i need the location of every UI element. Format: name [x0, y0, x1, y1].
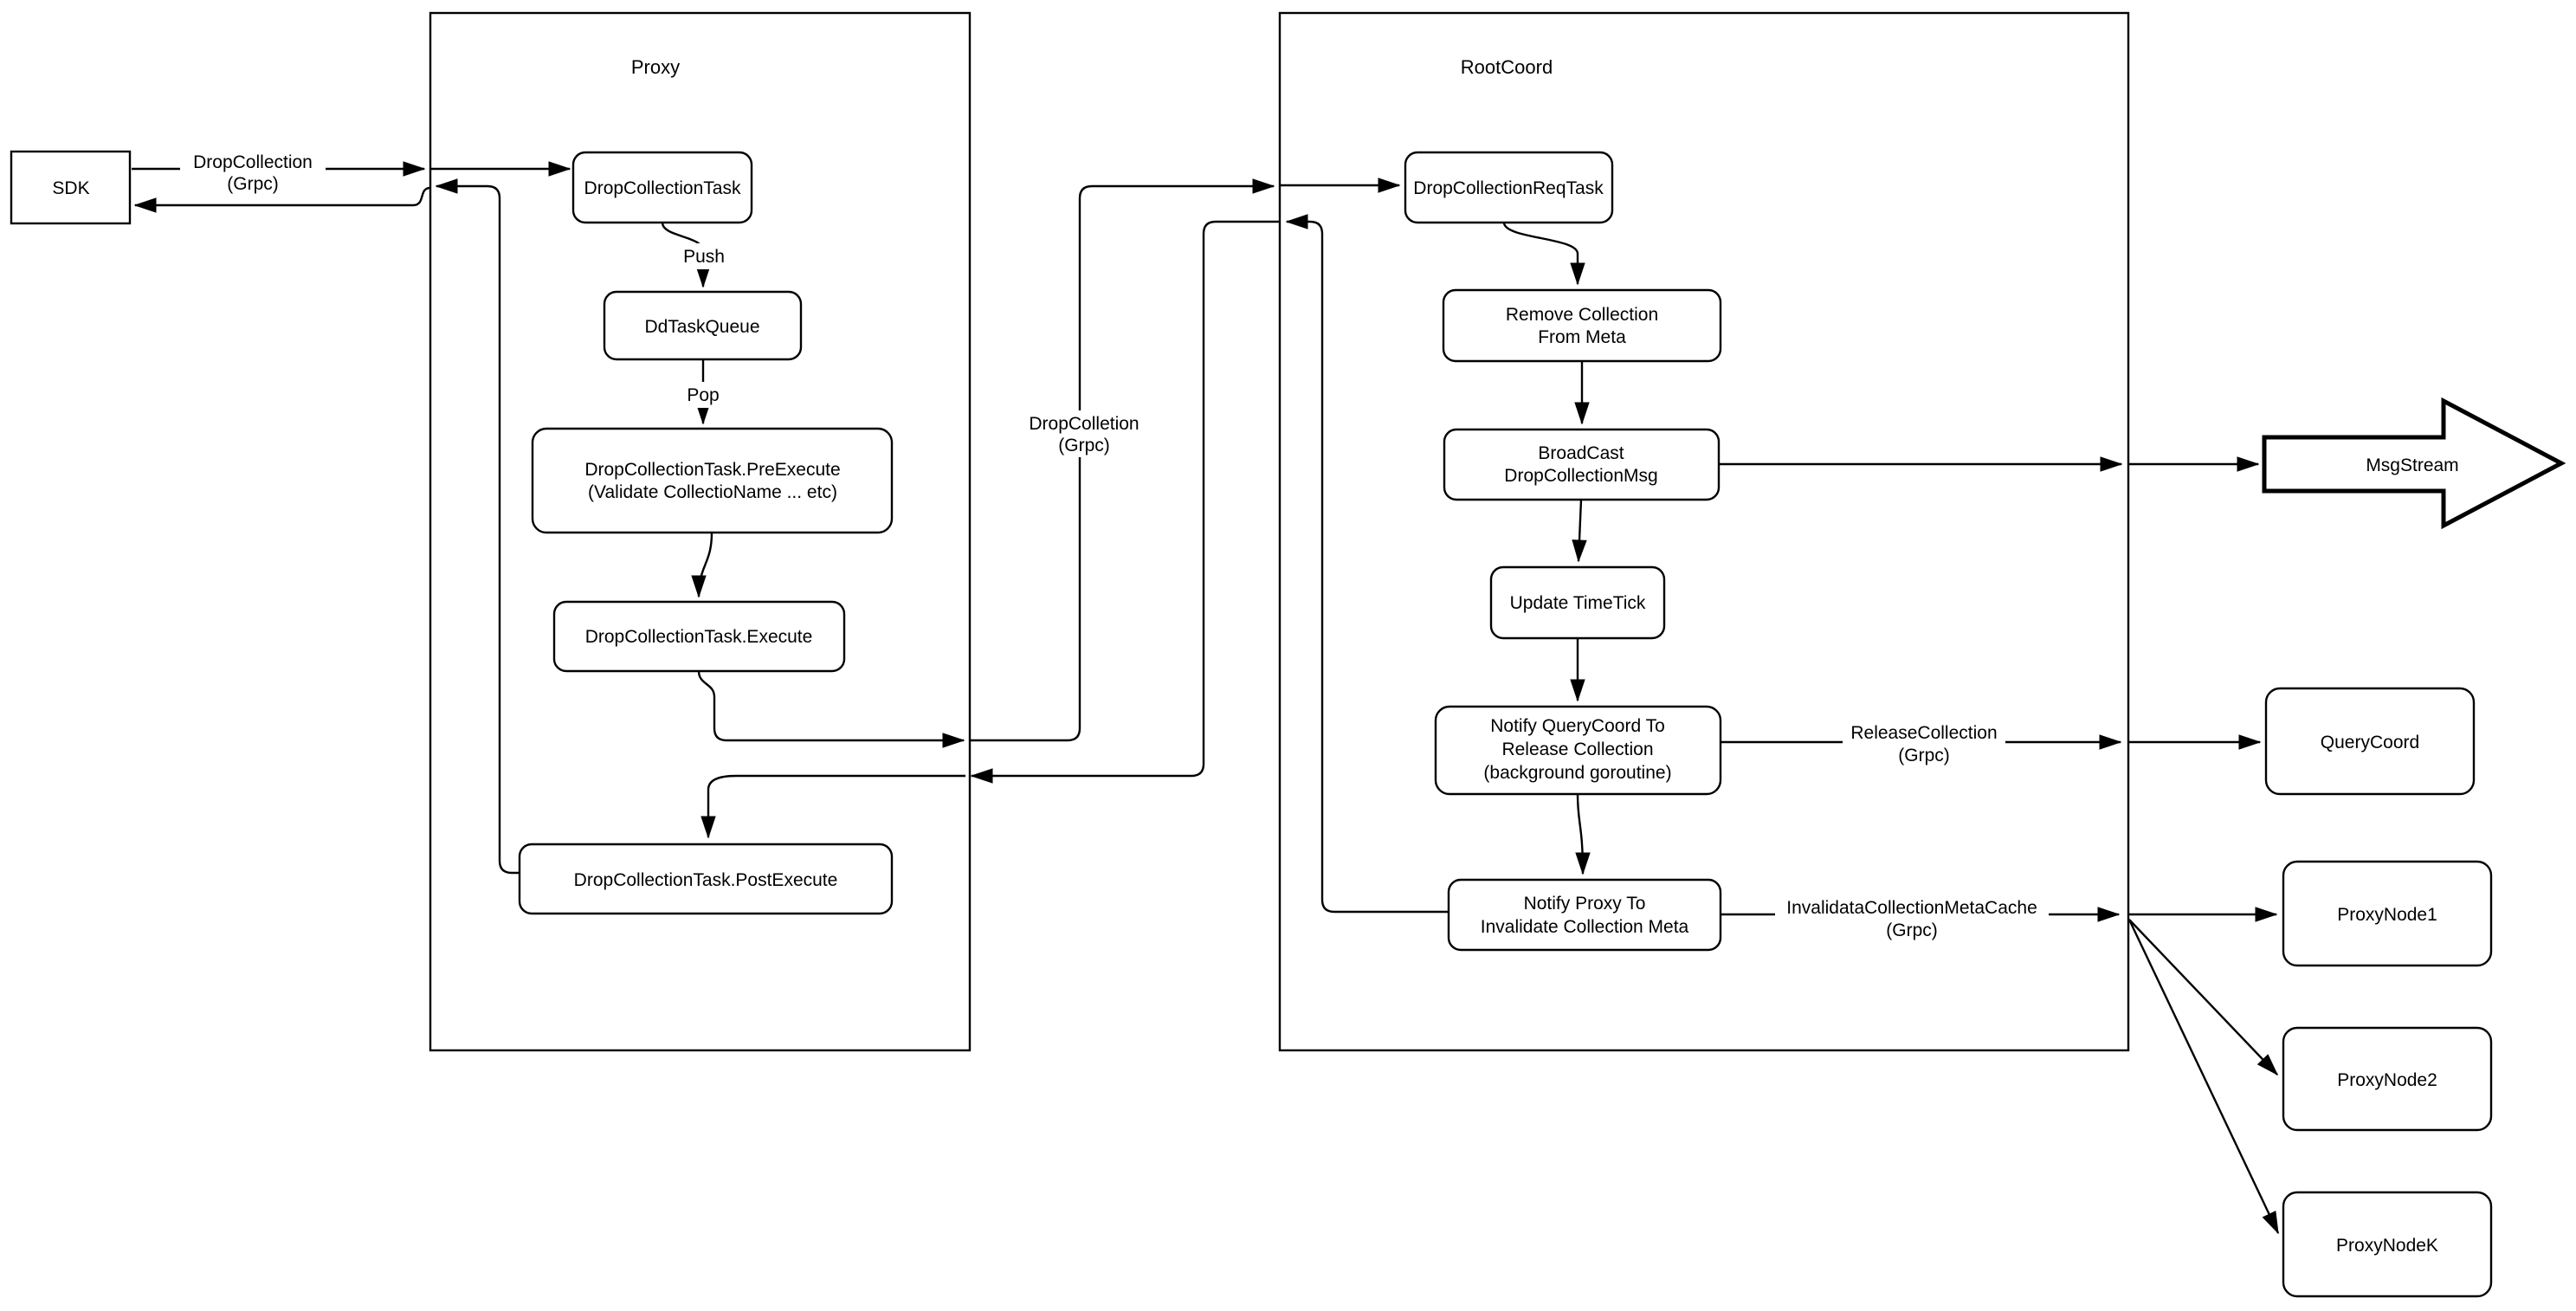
node-notify-querycoord: Notify QueryCoord To Release Collection … [1434, 705, 1722, 796]
edge-execute-to-proxy-border [697, 670, 965, 748]
svg-text:ProxyNode2: ProxyNode2 [2337, 1070, 2437, 1090]
label-pop: Pop [683, 382, 723, 408]
node-proxynode1: ProxyNode1 [2282, 860, 2493, 967]
edge-notifyquerycoord-to-notifyproxy [1575, 793, 1591, 875]
node-dd-task-queue: DdTaskQueue [603, 290, 803, 361]
edge-to-proxynode2 [2128, 919, 2279, 1076]
svg-text:Release Collection: Release Collection [1501, 739, 1653, 759]
node-proxynodek: ProxyNodeK [2282, 1191, 2493, 1298]
edge-reqtask-to-remove [1502, 222, 1585, 286]
svg-text:InvalidataCollectionMetaCache: InvalidataCollectionMetaCache [1786, 898, 2037, 918]
svg-text:Invalidate Collection Meta: Invalidate Collection Meta [1481, 917, 1689, 937]
node-post-execute: DropCollectionTask.PostExecute [518, 843, 894, 915]
edge-preexecute-to-execute [691, 532, 713, 598]
edge-proxy-to-rootcoord [970, 178, 1275, 742]
node-msgstream: MsgStream [2262, 397, 2566, 530]
svg-text:SDK: SDK [52, 178, 89, 198]
svg-text:DropCollectionTask.PreExecute: DropCollectionTask.PreExecute [584, 460, 840, 480]
svg-text:DropCollectionReqTask: DropCollectionReqTask [1413, 178, 1604, 198]
node-sdk: SDK [10, 150, 132, 225]
svg-text:ProxyNode1: ProxyNode1 [2337, 905, 2437, 925]
edge-postexecute-to-proxy-border [435, 178, 520, 875]
rootcoord-border [1278, 11, 2130, 1052]
svg-text:Push: Push [683, 247, 725, 267]
edge-notifyproxy-feedback [1285, 214, 1449, 914]
svg-text:DropCollectionTask.Execute: DropCollectionTask.Execute [585, 627, 813, 647]
svg-text:ReleaseCollection: ReleaseCollection [1850, 723, 1997, 743]
svg-text:DdTaskQueue: DdTaskQueue [644, 317, 759, 337]
svg-text:Pop: Pop [687, 385, 719, 405]
edge-to-proxynodek [2127, 919, 2280, 1235]
svg-text:QueryCoord: QueryCoord [2321, 733, 2419, 752]
svg-text:(Grpc): (Grpc) [227, 174, 279, 194]
node-broadcast-dropcollectionmsg: BroadCast DropCollectionMsg [1443, 428, 1721, 501]
svg-text:(Validate CollectioName ... et: (Validate CollectioName ... etc) [588, 482, 837, 502]
label-dropcolletion-grpc: DropColletion (Grpc) [1018, 410, 1150, 457]
node-remove-collection-from-meta: Remove Collection From Meta [1442, 288, 1722, 363]
svg-text:(Grpc): (Grpc) [1886, 920, 1938, 940]
msgstream-arrow-shape [2262, 397, 2566, 530]
rootcoord-title: RootCoord [1461, 56, 1553, 78]
svg-text:From Meta: From Meta [1538, 327, 1626, 347]
node-update-timetick: Update TimeTick [1489, 565, 1666, 640]
svg-text:Update TimeTick: Update TimeTick [1510, 593, 1646, 613]
svg-text:(Grpc): (Grpc) [1058, 436, 1110, 455]
label-push: Push [681, 243, 727, 269]
edge-rootcoord-to-proxy-feedback [970, 220, 1280, 784]
svg-text:ProxyNodeK: ProxyNodeK [2336, 1236, 2438, 1256]
svg-text:DropCollection: DropCollection [193, 152, 313, 172]
svg-text:Remove Collection: Remove Collection [1506, 305, 1658, 325]
edge-feedback-to-postexecute [700, 774, 965, 839]
proxy-title: Proxy [631, 56, 680, 78]
edge-proxy-to-sdk-response [133, 186, 431, 213]
node-drop-collection-task: DropCollectionTask [571, 151, 753, 224]
node-drop-collection-req-task: DropCollectionReqTask [1404, 151, 1614, 224]
node-proxynode2: ProxyNode2 [2282, 1026, 2493, 1132]
svg-text:(background goroutine): (background goroutine) [1483, 763, 1671, 783]
svg-text:DropCollectionMsg: DropCollectionMsg [1504, 466, 1657, 486]
edge-broadcast-to-timetick [1572, 499, 1587, 563]
container-rootcoord: RootCoord [1278, 11, 2130, 1052]
label-invalidatacollectionmetacache-grpc: InvalidataCollectionMetaCache (Grpc) [1775, 894, 2049, 941]
svg-text:Notify QueryCoord To: Notify QueryCoord To [1490, 716, 1665, 736]
node-notify-proxy: Notify Proxy To Invalidate Collection Me… [1447, 878, 1722, 952]
node-execute: DropCollectionTask.Execute [552, 600, 846, 673]
svg-text:MsgStream: MsgStream [2366, 455, 2458, 475]
svg-text:Notify Proxy To: Notify Proxy To [1524, 894, 1646, 914]
node-pre-execute: DropCollectionTask.PreExecute (Validate … [531, 427, 894, 534]
label-releasecollection-grpc: ReleaseCollection (Grpc) [1843, 720, 2005, 765]
label-dropcollection-grpc: DropCollection (Grpc) [180, 149, 326, 196]
svg-text:DropColletion: DropColletion [1029, 414, 1139, 434]
svg-text:BroadCast: BroadCast [1538, 443, 1624, 463]
svg-text:(Grpc): (Grpc) [1898, 746, 1950, 765]
svg-text:DropCollectionTask.PostExecute: DropCollectionTask.PostExecute [574, 870, 838, 890]
node-querycoord: QueryCoord [2264, 687, 2476, 796]
svg-text:DropCollectionTask: DropCollectionTask [584, 178, 741, 198]
